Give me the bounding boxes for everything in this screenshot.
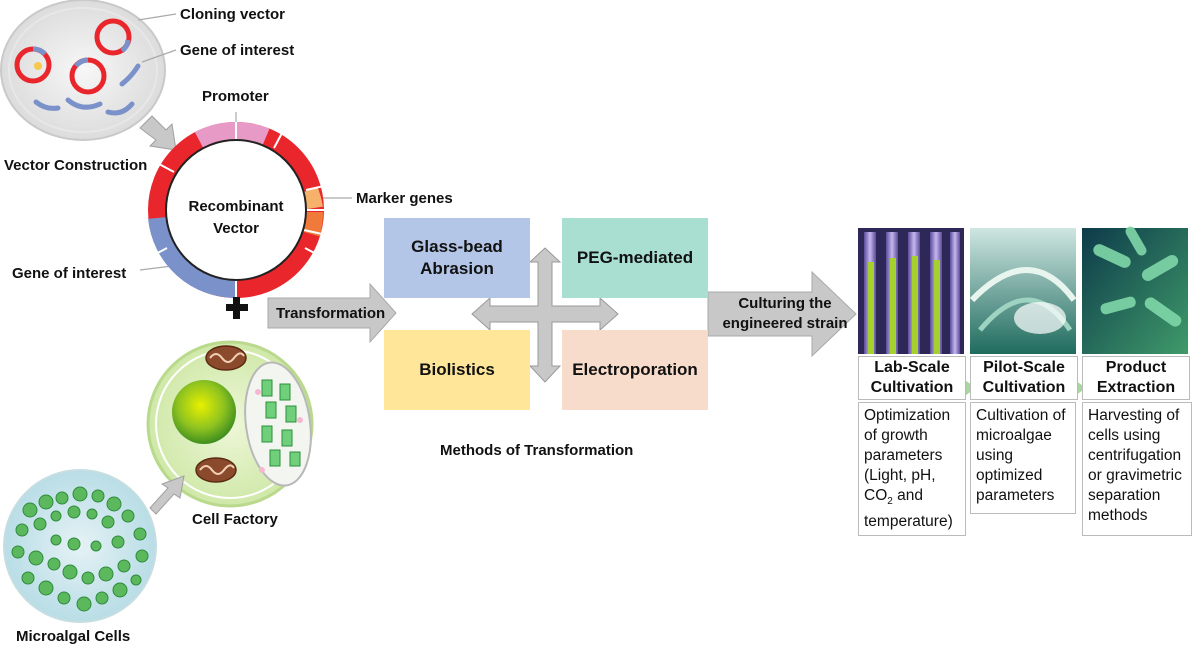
product-desc-line: or gravimetric: [1088, 467, 1182, 484]
stage-pilot-title-line1: Pilot-Scale: [983, 359, 1065, 376]
cloning-vector-label: Cloning vector: [180, 6, 286, 23]
recombinant-vector-label: Recombinant Vector: [176, 196, 296, 240]
co2-and-text: and: [892, 487, 923, 504]
pilot-desc-line: parameters: [976, 487, 1055, 504]
microalgal-cells-illustration: [3, 469, 157, 623]
method-glass-bead-line1: Glass-bead: [411, 237, 503, 256]
method-glass-bead-line2: Abrasion: [420, 259, 494, 278]
method-peg-mediated: PEG-mediated: [562, 218, 708, 298]
lab-desc-line: parameters: [864, 447, 943, 464]
pilot-desc-line: optimized: [976, 467, 1043, 484]
marker-genes-label: Marker genes: [356, 190, 453, 207]
method-peg-label: PEG-mediated: [576, 248, 694, 267]
product-desc-line: methods: [1088, 507, 1148, 524]
arrow-algae-to-cell: [149, 475, 185, 515]
stage-product-extraction-description: Harvesting of cells using centrifugation…: [1082, 402, 1192, 536]
method-electroporation-label: Electroporation: [572, 360, 698, 379]
culturing-line2: engineered strain: [722, 315, 848, 332]
recombinant-vector-ring: [148, 122, 325, 299]
vector-construction-label: Vector Construction: [4, 157, 148, 174]
cell-factory-label: Cell Factory: [192, 511, 278, 528]
stage-lab-title-line2: Cultivation: [870, 379, 954, 396]
product-desc-line: centrifugation: [1088, 447, 1182, 464]
transformation-arrow: [267, 282, 397, 344]
pilot-desc-line: using: [976, 447, 1014, 464]
pilot-scale-image: [969, 228, 1077, 354]
promoter-label: Promoter: [202, 88, 269, 105]
stage-product-extraction-title: Product Extraction: [1082, 356, 1190, 400]
lab-desc-co2-line: CO2 and: [864, 486, 960, 512]
stage-pilot-scale-description: Cultivation of microalgae using optimize…: [970, 402, 1076, 514]
pilot-desc-line: Cultivation of: [976, 407, 1066, 424]
lab-desc-line: Optimization: [864, 407, 951, 424]
stage-pilot-title-line2: Cultivation: [982, 379, 1066, 396]
method-biolistics-label: Biolistics: [419, 360, 495, 379]
lab-desc-line: (Light, pH,: [864, 467, 936, 484]
stage-product-title-line2: Extraction: [1096, 379, 1176, 396]
lab-scale-image: [858, 228, 964, 354]
stage-lab-scale-title: Lab-Scale Cultivation: [858, 356, 966, 400]
product-desc-line: separation: [1088, 487, 1161, 504]
culturing-arrow: [707, 270, 857, 358]
microalgal-cells-label: Microalgal Cells: [16, 628, 131, 645]
method-electroporation: Electroporation: [562, 330, 708, 410]
product-extraction-image: [1082, 226, 1188, 354]
leader-lines: [137, 13, 352, 271]
method-biolistics: Biolistics: [384, 330, 530, 410]
lab-desc-line: of growth: [864, 427, 928, 444]
recombinant-line1: Recombinant: [188, 198, 284, 215]
cell-factory-illustration: [146, 340, 314, 508]
arrow-vector-construction: [139, 115, 177, 151]
method-glass-bead: Glass-bead Abrasion: [384, 218, 530, 298]
co2-text: CO: [864, 487, 888, 504]
stage-lab-title-line1: Lab-Scale: [874, 359, 950, 376]
lab-desc-line: temperature): [864, 513, 953, 531]
co2-subscript: 2: [887, 496, 893, 508]
culturing-line1: Culturing the: [738, 295, 832, 312]
stage-product-title-line1: Product: [1105, 359, 1167, 376]
transformation-label: Transformation: [276, 305, 386, 322]
gene-of-interest-bottom-label: Gene of interest: [12, 265, 127, 282]
four-way-arrow: [471, 247, 619, 383]
cloning-vector-dish: [0, 0, 166, 141]
plus-icon: [226, 297, 248, 319]
gene-of-interest-top-label: Gene of interest: [180, 42, 295, 59]
product-desc-line: Harvesting of: [1088, 407, 1180, 424]
methods-caption: Methods of Transformation: [440, 442, 634, 459]
pilot-desc-line: microalgae: [976, 427, 1052, 444]
stage-lab-scale-description: Optimization of growth parameters (Light…: [858, 402, 966, 536]
stage-pilot-scale-title: Pilot-Scale Cultivation: [970, 356, 1078, 400]
product-desc-line: cells using: [1088, 427, 1161, 444]
culturing-label: Culturing the engineered strain: [720, 294, 850, 334]
recombinant-line2: Vector: [213, 220, 259, 237]
